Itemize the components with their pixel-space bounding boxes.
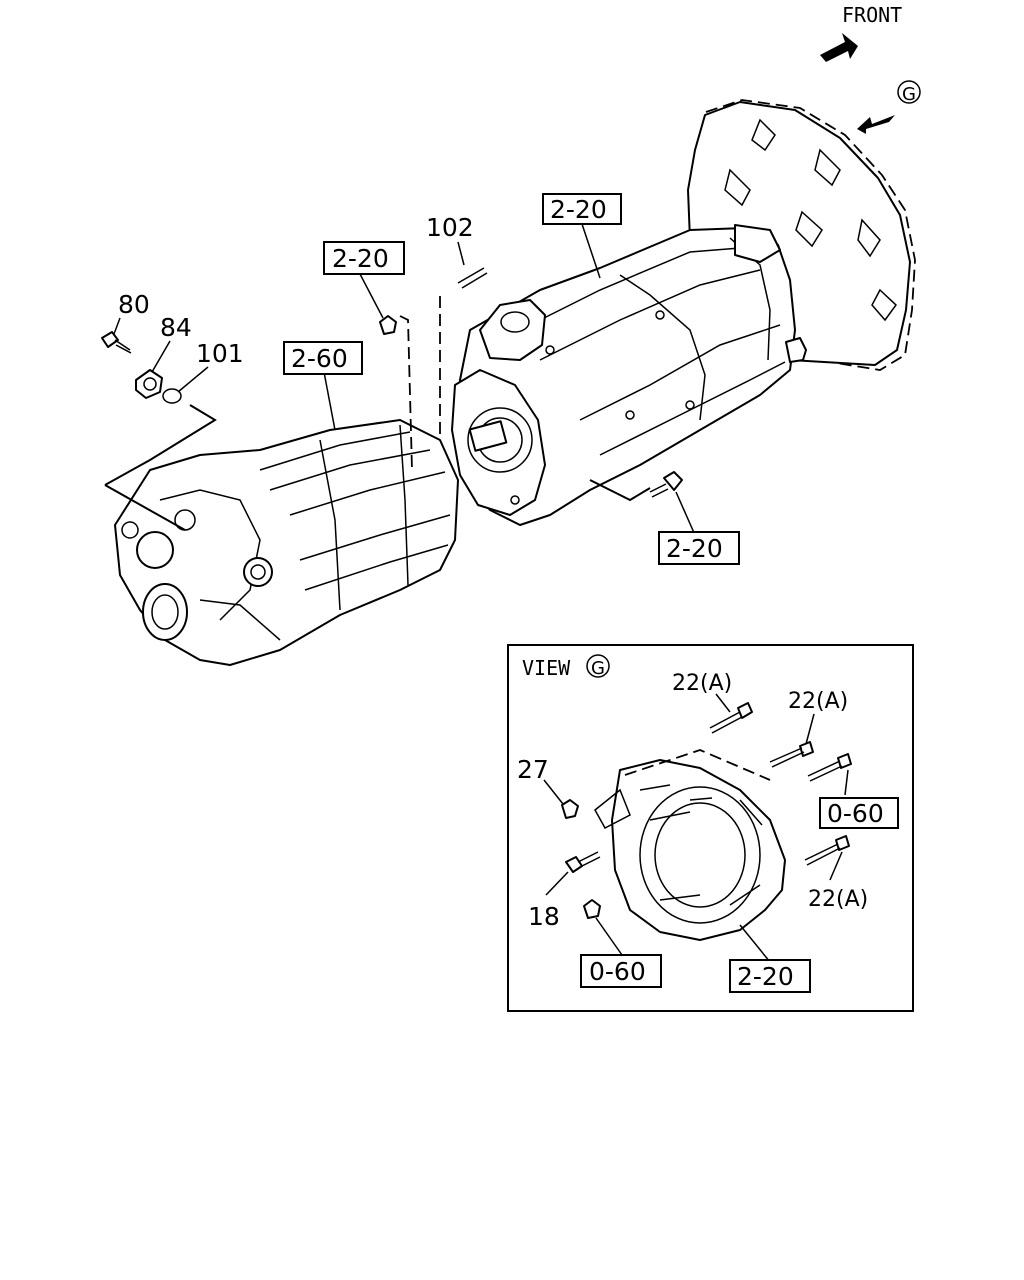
view-marker-circle — [897, 80, 921, 104]
small-parts — [101, 267, 683, 498]
ref-box-2-20-right — [658, 531, 740, 565]
inset-marker-circle — [586, 654, 610, 678]
transfer-case-assembly — [114, 419, 459, 666]
ref-box-0-60-right — [819, 797, 899, 829]
ref-2-20-right: 2-20 — [666, 534, 723, 563]
transmission-assembly — [451, 99, 916, 526]
front-indicator: FRONT — [820, 3, 902, 62]
callout-18: 18 — [528, 902, 560, 931]
view-g-inset: VIEW G 22(A) 22(A) 22(A) — [507, 644, 914, 1012]
callout-22a-top: 22(A) — [672, 671, 732, 696]
view-marker-letter: G — [902, 84, 916, 105]
front-arrow-icon — [820, 33, 858, 62]
ref-box-2-60 — [283, 341, 363, 375]
leader-lines — [104, 223, 696, 536]
inset-title: VIEW — [522, 656, 571, 680]
callout-22a-bottom: 22(A) — [808, 887, 868, 912]
ref-2-60: 2-60 — [291, 344, 348, 373]
ref-0-60-bottom: 0-60 — [589, 957, 646, 986]
callout-84: 84 — [160, 313, 192, 342]
view-arrow-icon — [857, 115, 895, 134]
callout-22a-right: 22(A) — [788, 689, 848, 714]
ref-2-20-top: 2-20 — [550, 195, 607, 224]
ref-0-60-right: 0-60 — [827, 799, 884, 828]
callout-102: 102 — [426, 213, 474, 242]
ref-2-20-bottom: 2-20 — [737, 962, 794, 991]
inset-marker-letter: G — [591, 658, 605, 679]
ref-box-2-20-bottom — [729, 959, 811, 993]
callout-101: 101 — [196, 339, 244, 368]
ref-box-2-20-upper — [323, 241, 405, 275]
callout-27: 27 — [517, 755, 549, 784]
ref-box-0-60-bottom — [580, 954, 662, 988]
view-g-indicator: G — [857, 80, 921, 134]
front-label: FRONT — [842, 3, 902, 27]
callout-80: 80 — [118, 290, 150, 319]
callouts: 80 84 101 102 2-20 2-20 2-60 2-20 — [118, 193, 740, 565]
ref-2-20-upper: 2-20 — [332, 244, 389, 273]
ref-box-2-20-top — [542, 193, 622, 225]
